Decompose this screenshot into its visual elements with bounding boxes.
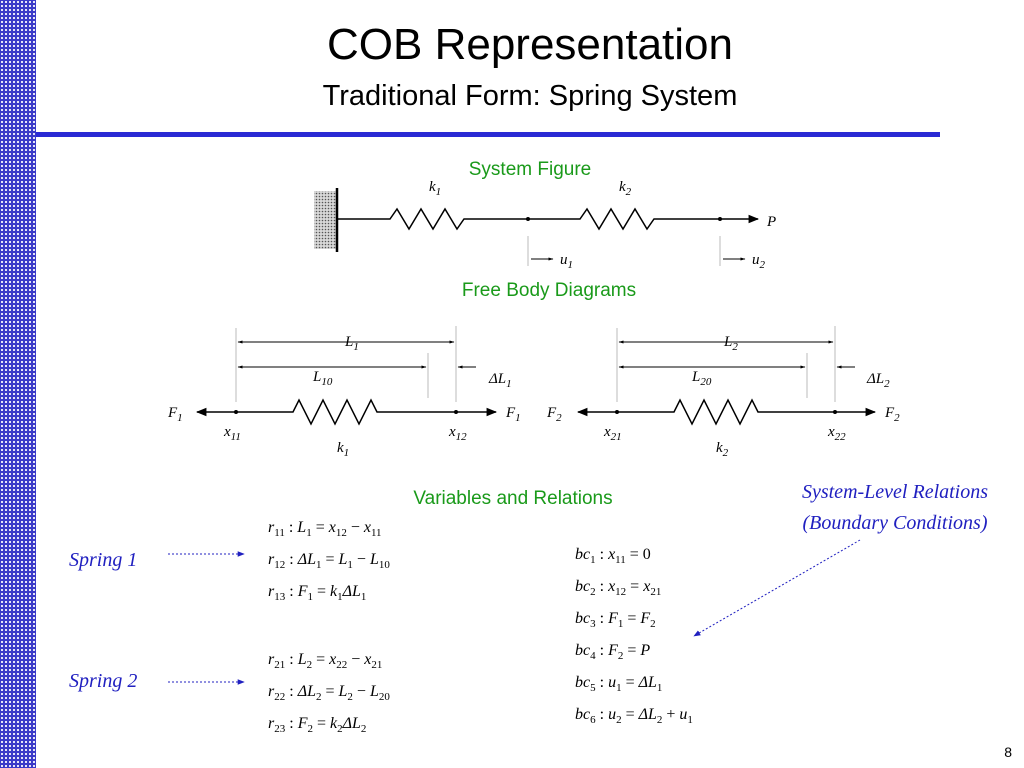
- decorative-side-stripe: [0, 0, 36, 768]
- label-spring-1: Spring 1: [69, 549, 137, 571]
- boundary-conditions: bc1 : x11 = 0 bc2 : x12 = x21 bc3 : F1 = F…: [575, 546, 693, 726]
- fbd2-node-left: [615, 410, 619, 414]
- fbd1-spring: [236, 398, 456, 426]
- fbd1-label-k: k1: [337, 440, 349, 459]
- fbd2-node-right: [833, 410, 837, 414]
- fbd1-label-F-left: F1: [167, 405, 183, 424]
- page-title: COB Representation: [327, 20, 733, 69]
- fbd2-label-F-left: F2: [546, 405, 562, 424]
- fbd2-label-L: L2: [723, 334, 738, 353]
- fbd1-label-x12: x12: [448, 424, 467, 443]
- fbd2-label-L0: L20: [691, 369, 712, 388]
- fbd2-label-F-right: F2: [884, 405, 900, 424]
- heading-system-figure: System Figure: [469, 159, 591, 180]
- node-2: [718, 217, 722, 221]
- fbd2-label-k: k2: [716, 440, 729, 459]
- fbd1-label-L0: L10: [312, 369, 333, 388]
- fbd2-label-dL: ΔL2: [866, 371, 890, 390]
- relation-r12: r12 : ΔL1 = L1 − L10: [268, 551, 390, 571]
- fbd1-label-dL: ΔL1: [488, 371, 512, 390]
- label-P: P: [766, 214, 776, 230]
- heading-variables-relations: Variables and Relations: [413, 488, 612, 509]
- page-number: 8: [1004, 744, 1012, 760]
- fbd1-label-x11: x11: [223, 424, 241, 443]
- label-k2: k2: [619, 179, 632, 198]
- relation-r21: r21 : L2 = x22 − x21: [268, 651, 382, 671]
- wall-hatch: [314, 191, 336, 249]
- fbd1-label-L: L1: [344, 334, 359, 353]
- free-body-diagram-2: L2 L20 ΔL2 F2 F2 x21 x22 k2: [546, 326, 900, 459]
- boundary-pointer: [693, 539, 861, 637]
- fbd2-label-x22: x22: [827, 424, 846, 443]
- label-boundary-conditions: (Boundary Conditions): [803, 512, 988, 534]
- relations-spring-1: r11 : L1 = x12 − x11 r12 : ΔL1 = L1 − L10…: [268, 519, 390, 603]
- label-k1: k1: [429, 179, 441, 198]
- boundary-bc3: bc3 : F1 = F2: [575, 610, 656, 630]
- title-divider: [36, 132, 940, 137]
- free-body-diagram-1: L1 L10 ΔL1 F1 F1 x11 x12 k1: [167, 326, 521, 459]
- label-system-level-relations: System-Level Relations: [802, 481, 988, 503]
- node-1: [526, 217, 530, 221]
- relation-r23: r23 : F2 = k2ΔL2: [268, 715, 366, 735]
- relation-r11: r11 : L1 = x12 − x11: [268, 519, 382, 539]
- label-spring-2: Spring 2: [69, 670, 137, 692]
- fbd2-label-x21: x21: [603, 424, 622, 443]
- boundary-bc2: bc2 : x12 = x21: [575, 578, 661, 598]
- fbd2-spring: [617, 398, 835, 426]
- boundary-bc4: bc4 : F2 = P: [575, 642, 650, 662]
- boundary-bc1: bc1 : x11 = 0: [575, 546, 651, 566]
- system-figure: k1 k2 P u1 u2: [314, 179, 776, 271]
- boundary-bc6: bc6 : u2 = ΔL2 + u1: [575, 706, 693, 726]
- spring-k1: [337, 207, 528, 231]
- heading-free-body-diagrams: Free Body Diagrams: [462, 280, 636, 301]
- label-u2: u2: [752, 252, 766, 271]
- fbd1-node-right: [454, 410, 458, 414]
- fbd1-label-F-right: F1: [505, 405, 521, 424]
- boundary-bc5: bc5 : u1 = ΔL1: [575, 674, 662, 694]
- relation-r22: r22 : ΔL2 = L2 − L20: [268, 683, 390, 703]
- page-subtitle: Traditional Form: Spring System: [322, 80, 738, 112]
- relations-spring-2: r21 : L2 = x22 − x21 r22 : ΔL2 = L2 − L20…: [268, 651, 390, 735]
- relation-r13: r13 : F1 = k1ΔL1: [268, 583, 366, 603]
- fbd1-node-left: [234, 410, 238, 414]
- label-u1: u1: [560, 252, 573, 271]
- spring-k2: [528, 207, 720, 231]
